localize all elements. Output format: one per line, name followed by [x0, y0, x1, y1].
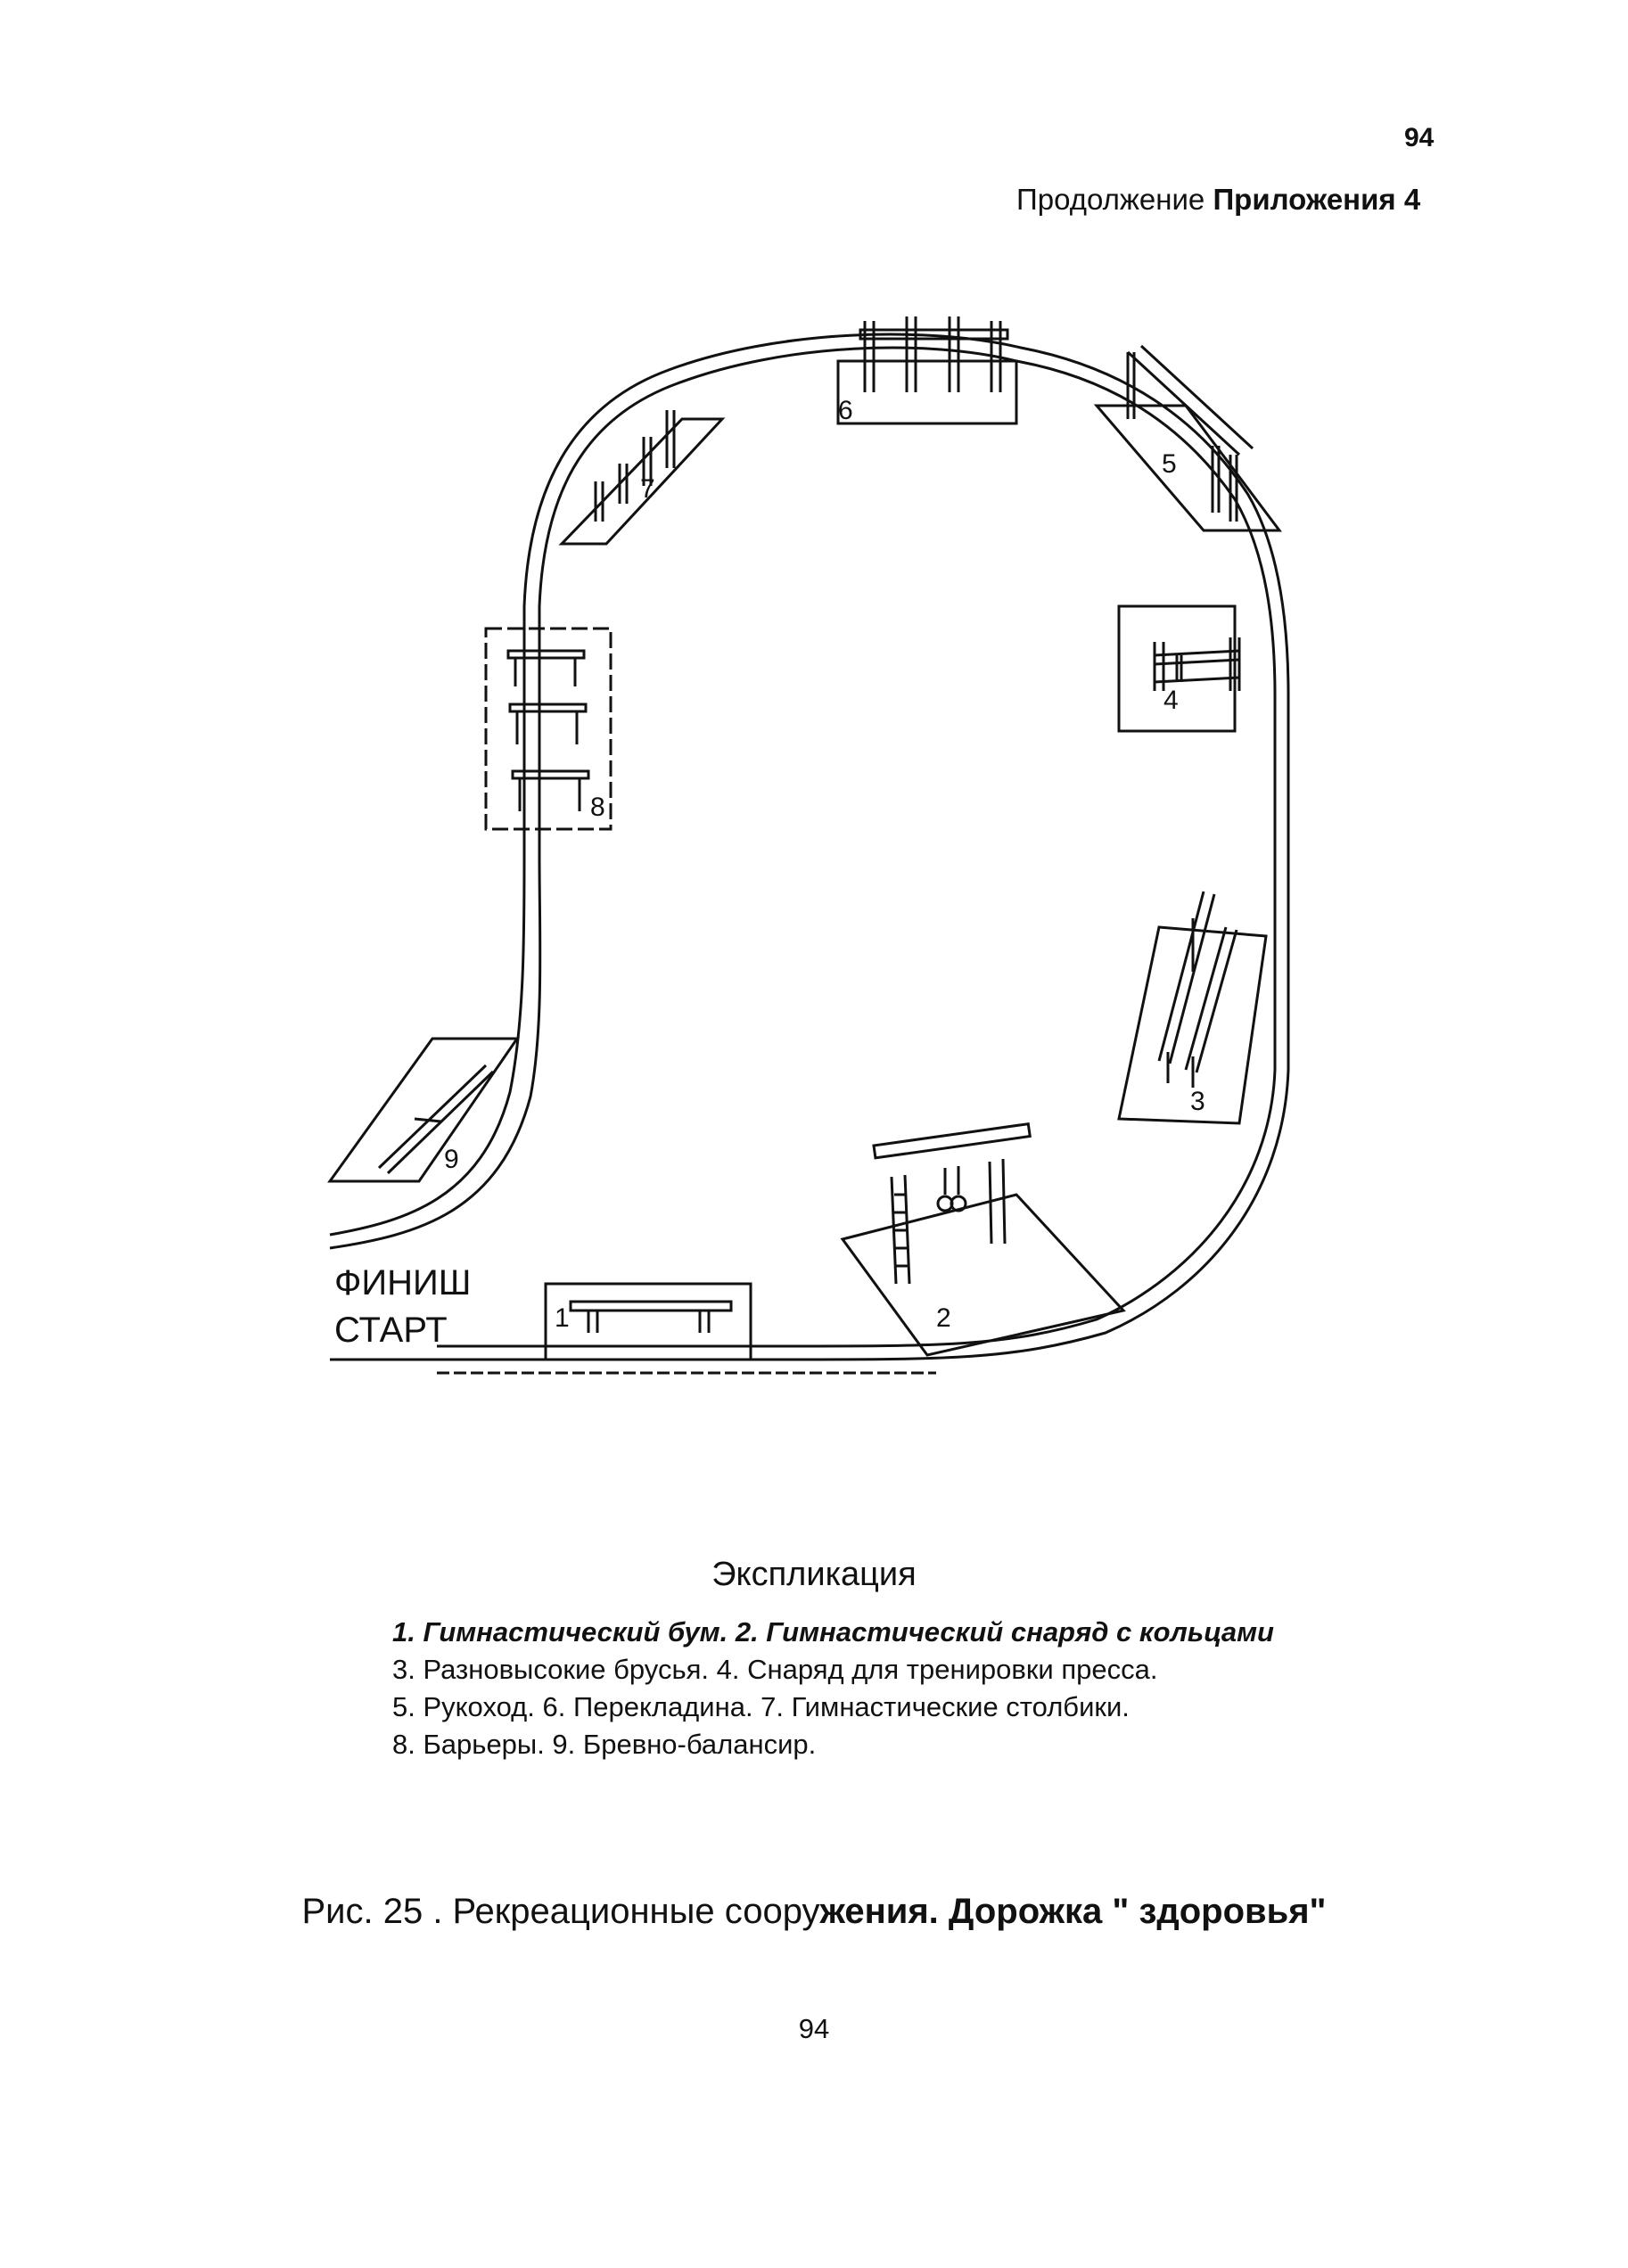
station-4-abs	[1117, 604, 1241, 733]
page-number-top: 94	[1404, 123, 1435, 152]
station-label-7: 7	[640, 474, 655, 504]
station-label-6: 6	[838, 396, 853, 425]
station-7-posts	[558, 410, 726, 546]
station-2-rings	[840, 1122, 1126, 1357]
figure-caption: Рис. 25 . Рекреационные сооружения. Доро…	[0, 1892, 1628, 1932]
station-label-9: 9	[444, 1145, 459, 1174]
page-number-bottom: 94	[798, 2013, 830, 2044]
station-label-3: 3	[1190, 1087, 1205, 1116]
explication-line-4: 8. Барьеры. 9. Бревно-балансир.	[392, 1729, 817, 1760]
caption-bold: жения. Дорожка " здоровья"	[819, 1892, 1327, 1931]
track-outer	[329, 346, 1277, 1348]
explication-line-3: 5. Рукоход. 6. Перекладина. 7. Гимнастич…	[392, 1691, 1130, 1722]
header-bold: Приложения 4	[1213, 183, 1421, 216]
finish-label: ФИНИШ	[334, 1263, 471, 1302]
station-1-beam	[544, 1282, 752, 1361]
caption-prefix: Рис. 25 . Рекреационные соору	[301, 1892, 820, 1931]
explication-line-2: 3. Разновысокие брусья. 4. Снаряд для тр…	[392, 1654, 1158, 1685]
station-5-ladder	[1093, 344, 1282, 532]
station-label-4: 4	[1163, 686, 1179, 715]
appendix-header: Продолжение Приложения 4	[1016, 183, 1420, 217]
explication-title: Экспликация	[711, 1556, 917, 1593]
station-label-2: 2	[936, 1303, 951, 1333]
station-label-8: 8	[590, 793, 605, 822]
station-8-hurdles	[484, 627, 613, 831]
track-inner	[329, 333, 1290, 1361]
explication-line-1: 1. Гимнастический бум. 2. Гимнастический…	[392, 1616, 1274, 1648]
explication-list: 1. Гимнастический бум. 2. Гимнастический…	[392, 1614, 1274, 1763]
health-track-diagram: 1 2 3 4 5 6 7 8 9 ФИНИШ СТАРТ	[327, 316, 1290, 1375]
station-3-uneven-bars	[1117, 891, 1268, 1125]
start-label: СТАРТ	[334, 1311, 448, 1350]
header-prefix: Продолжение	[1016, 183, 1213, 216]
station-6-crossbar	[836, 316, 1018, 425]
station-label-1: 1	[555, 1303, 570, 1333]
station-label-5: 5	[1162, 449, 1177, 479]
station-9-balance-log	[327, 1037, 520, 1183]
